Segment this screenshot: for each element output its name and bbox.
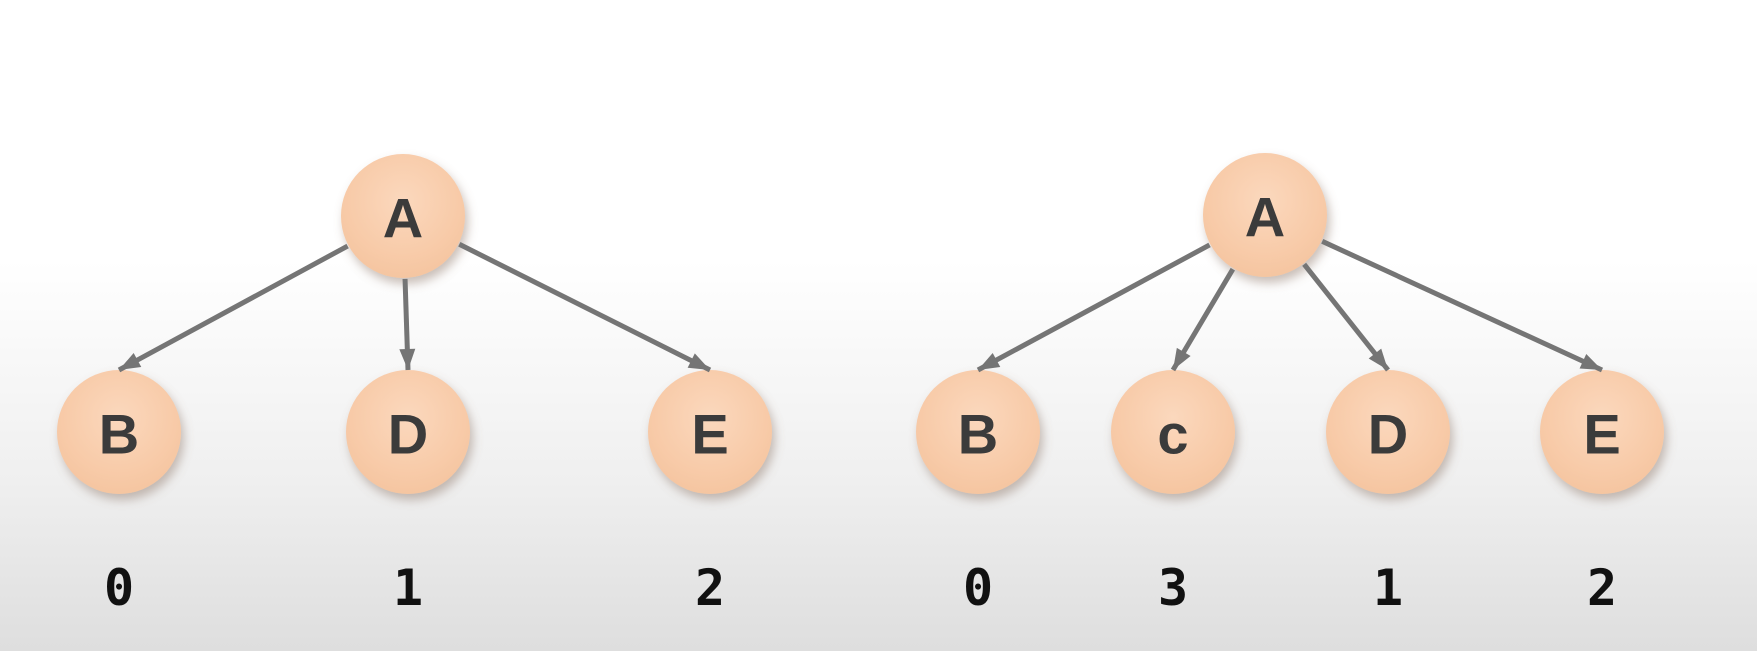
left-tree: A B D E 0 1 2: [57, 154, 772, 617]
edge-A-to-E: [458, 242, 712, 373]
index-label-D: 1: [1373, 559, 1403, 617]
tree-node-circle-B: [57, 370, 181, 494]
node-label-c: c: [1157, 403, 1188, 466]
node-label-D: D: [1368, 403, 1408, 466]
node-label-B: B: [958, 403, 998, 466]
tree-node-circle-A: [341, 154, 465, 278]
edge-A-to-B: [117, 243, 349, 373]
index-label-E: 2: [1587, 559, 1617, 617]
index-label-E: 2: [695, 559, 725, 617]
tree-node-circle-D: [1326, 370, 1450, 494]
tree-node-circle-B: [916, 370, 1040, 494]
edge-A-to-D: [399, 278, 416, 371]
edge-A-to-B: [976, 242, 1211, 373]
edge-A-to-E: [1321, 239, 1604, 373]
node-label-B: B: [99, 403, 139, 466]
edge-A-to-D: [1302, 262, 1390, 372]
node-label-A: A: [1245, 186, 1285, 249]
index-label-B: 0: [963, 559, 993, 617]
tree-node-circle-D: [346, 370, 470, 494]
index-label-c: 3: [1158, 559, 1188, 617]
index-label-D: 1: [393, 559, 423, 617]
tree-node-circle-E: [648, 370, 772, 494]
edge-A-to-c: [1170, 267, 1235, 372]
node-label-A: A: [383, 187, 423, 250]
node-label-E: E: [691, 403, 728, 466]
tree-node-circle-E: [1540, 370, 1664, 494]
tree-node-circle-A: [1203, 153, 1327, 277]
tree-node-circle-c: [1111, 370, 1235, 494]
index-label-B: 0: [104, 559, 134, 617]
node-label-D: D: [388, 403, 428, 466]
node-label-E: E: [1583, 403, 1620, 466]
